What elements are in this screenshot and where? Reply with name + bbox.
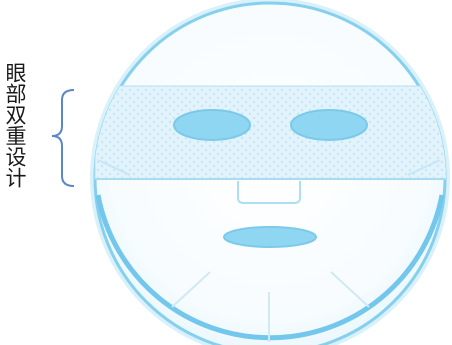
mouth-hole — [224, 227, 316, 247]
right-eye-hole — [291, 110, 367, 140]
curly-bracket — [52, 90, 74, 186]
left-eye-hole — [174, 110, 250, 140]
eye-band — [95, 86, 450, 179]
